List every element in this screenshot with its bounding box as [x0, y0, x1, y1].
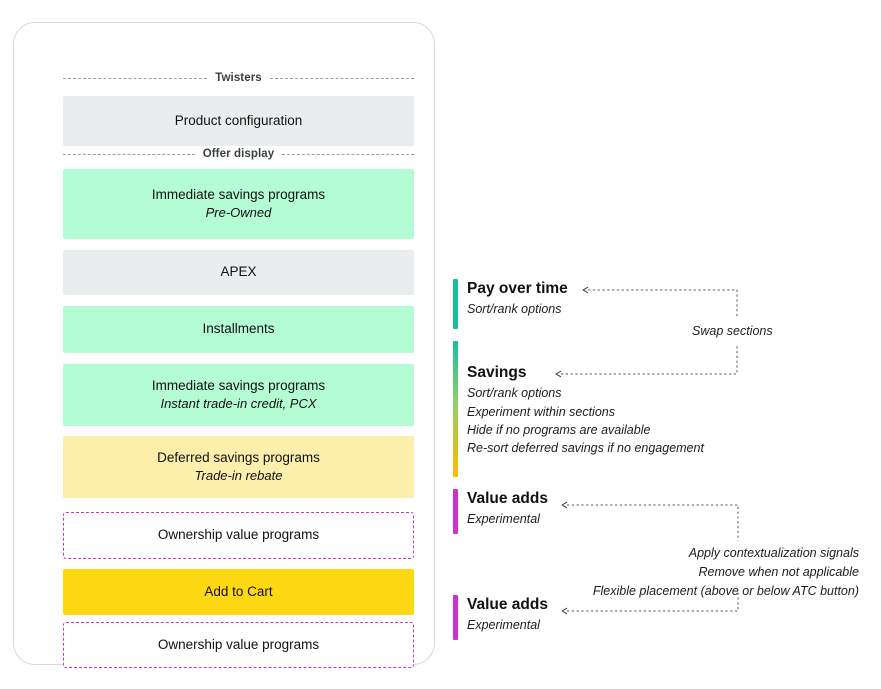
annotation-savings: Savings Sort/rank options Experiment wit…: [453, 341, 704, 477]
row-title: APEX: [220, 264, 257, 280]
callout-value-add-rules: Apply contextualization signals Remove w…: [0, 544, 859, 600]
annotation-note: Re-sort deferred savings if no engagemen…: [467, 440, 704, 455]
add-to-cart-button[interactable]: Add to Cart: [63, 569, 414, 615]
annotation-value-adds-above: Value adds Experimental: [453, 489, 548, 534]
row-title: Ownership value programs: [157, 636, 320, 652]
annotation-note: Experimental: [467, 618, 540, 633]
row-subtitle: Trade-in rebate: [194, 468, 283, 484]
annotation-pay-over-time: Pay over time Sort/rank options: [453, 279, 568, 329]
row-immediate-savings-pre-owned[interactable]: Immediate savings programs Pre-Owned: [63, 169, 414, 239]
product-page-mock-card: Twisters Product configuration Offer dis…: [13, 22, 435, 668]
row-title: Add to Cart: [204, 583, 273, 599]
annotation-note: Hide if no programs are available: [467, 422, 651, 437]
row-title: Deferred savings programs: [157, 450, 320, 466]
callout-rule-line: Apply contextualization signals: [688, 546, 859, 560]
row-title: Ownership value programs: [157, 527, 320, 543]
accent-bar-magenta: [453, 489, 458, 534]
row-deferred-savings-trade-in-rebate[interactable]: Deferred savings programs Trade-in rebat…: [63, 436, 414, 498]
section-divider-offer-display: Offer display: [63, 147, 415, 161]
callout-rule-line: Flexible placement (above or below ATC b…: [592, 583, 859, 598]
row-installments[interactable]: Installments: [63, 306, 414, 353]
annotation-note: Experiment within sections: [467, 404, 615, 419]
accent-bar-gradient: [453, 341, 458, 477]
accent-bar-magenta: [453, 595, 458, 640]
row-title: Immediate savings programs: [151, 378, 326, 394]
divider-label-offer-display: Offer display: [202, 148, 275, 160]
annotation-value-adds-below: Value adds Experimental: [453, 595, 548, 640]
annotation-title: Savings: [467, 364, 527, 381]
divider-rule-left: [63, 153, 195, 155]
connector-pay-over-time: [582, 286, 738, 318]
annotation-title: Value adds: [467, 490, 548, 507]
callout-rule-line: Remove when not applicable: [698, 564, 859, 579]
accent-bar-teal: [453, 279, 458, 329]
annotation-title: Pay over time: [467, 280, 568, 297]
row-title: Immediate savings programs: [151, 187, 326, 203]
annotation-note: Sort/rank options: [467, 302, 562, 317]
row-immediate-savings-trade-in[interactable]: Immediate savings programs Instant trade…: [63, 364, 414, 426]
row-title: Product configuration: [174, 112, 303, 128]
connector-value-adds-top: [561, 501, 739, 541]
callout-swap-sections: Swap sections: [692, 324, 773, 338]
row-subtitle: Pre-Owned: [205, 205, 272, 221]
divider-rule-left: [63, 77, 208, 79]
row-product-configuration[interactable]: Product configuration: [63, 96, 414, 146]
section-divider-twisters: Twisters: [63, 71, 415, 85]
divider-rule-right: [269, 77, 415, 79]
annotation-title: Value adds: [467, 596, 548, 613]
row-ownership-value-programs-below-atc[interactable]: Ownership value programs: [63, 622, 414, 668]
divider-rule-right: [282, 153, 415, 155]
annotation-note: Sort/rank options: [467, 386, 562, 401]
row-ownership-value-programs-above-atc[interactable]: Ownership value programs: [63, 512, 414, 559]
divider-label-twisters: Twisters: [215, 72, 262, 84]
annotation-note: Experimental: [467, 512, 540, 527]
row-title: Installments: [202, 321, 275, 337]
row-subtitle: Instant trade-in credit, PCX: [160, 396, 317, 412]
row-apex[interactable]: APEX: [63, 250, 414, 295]
